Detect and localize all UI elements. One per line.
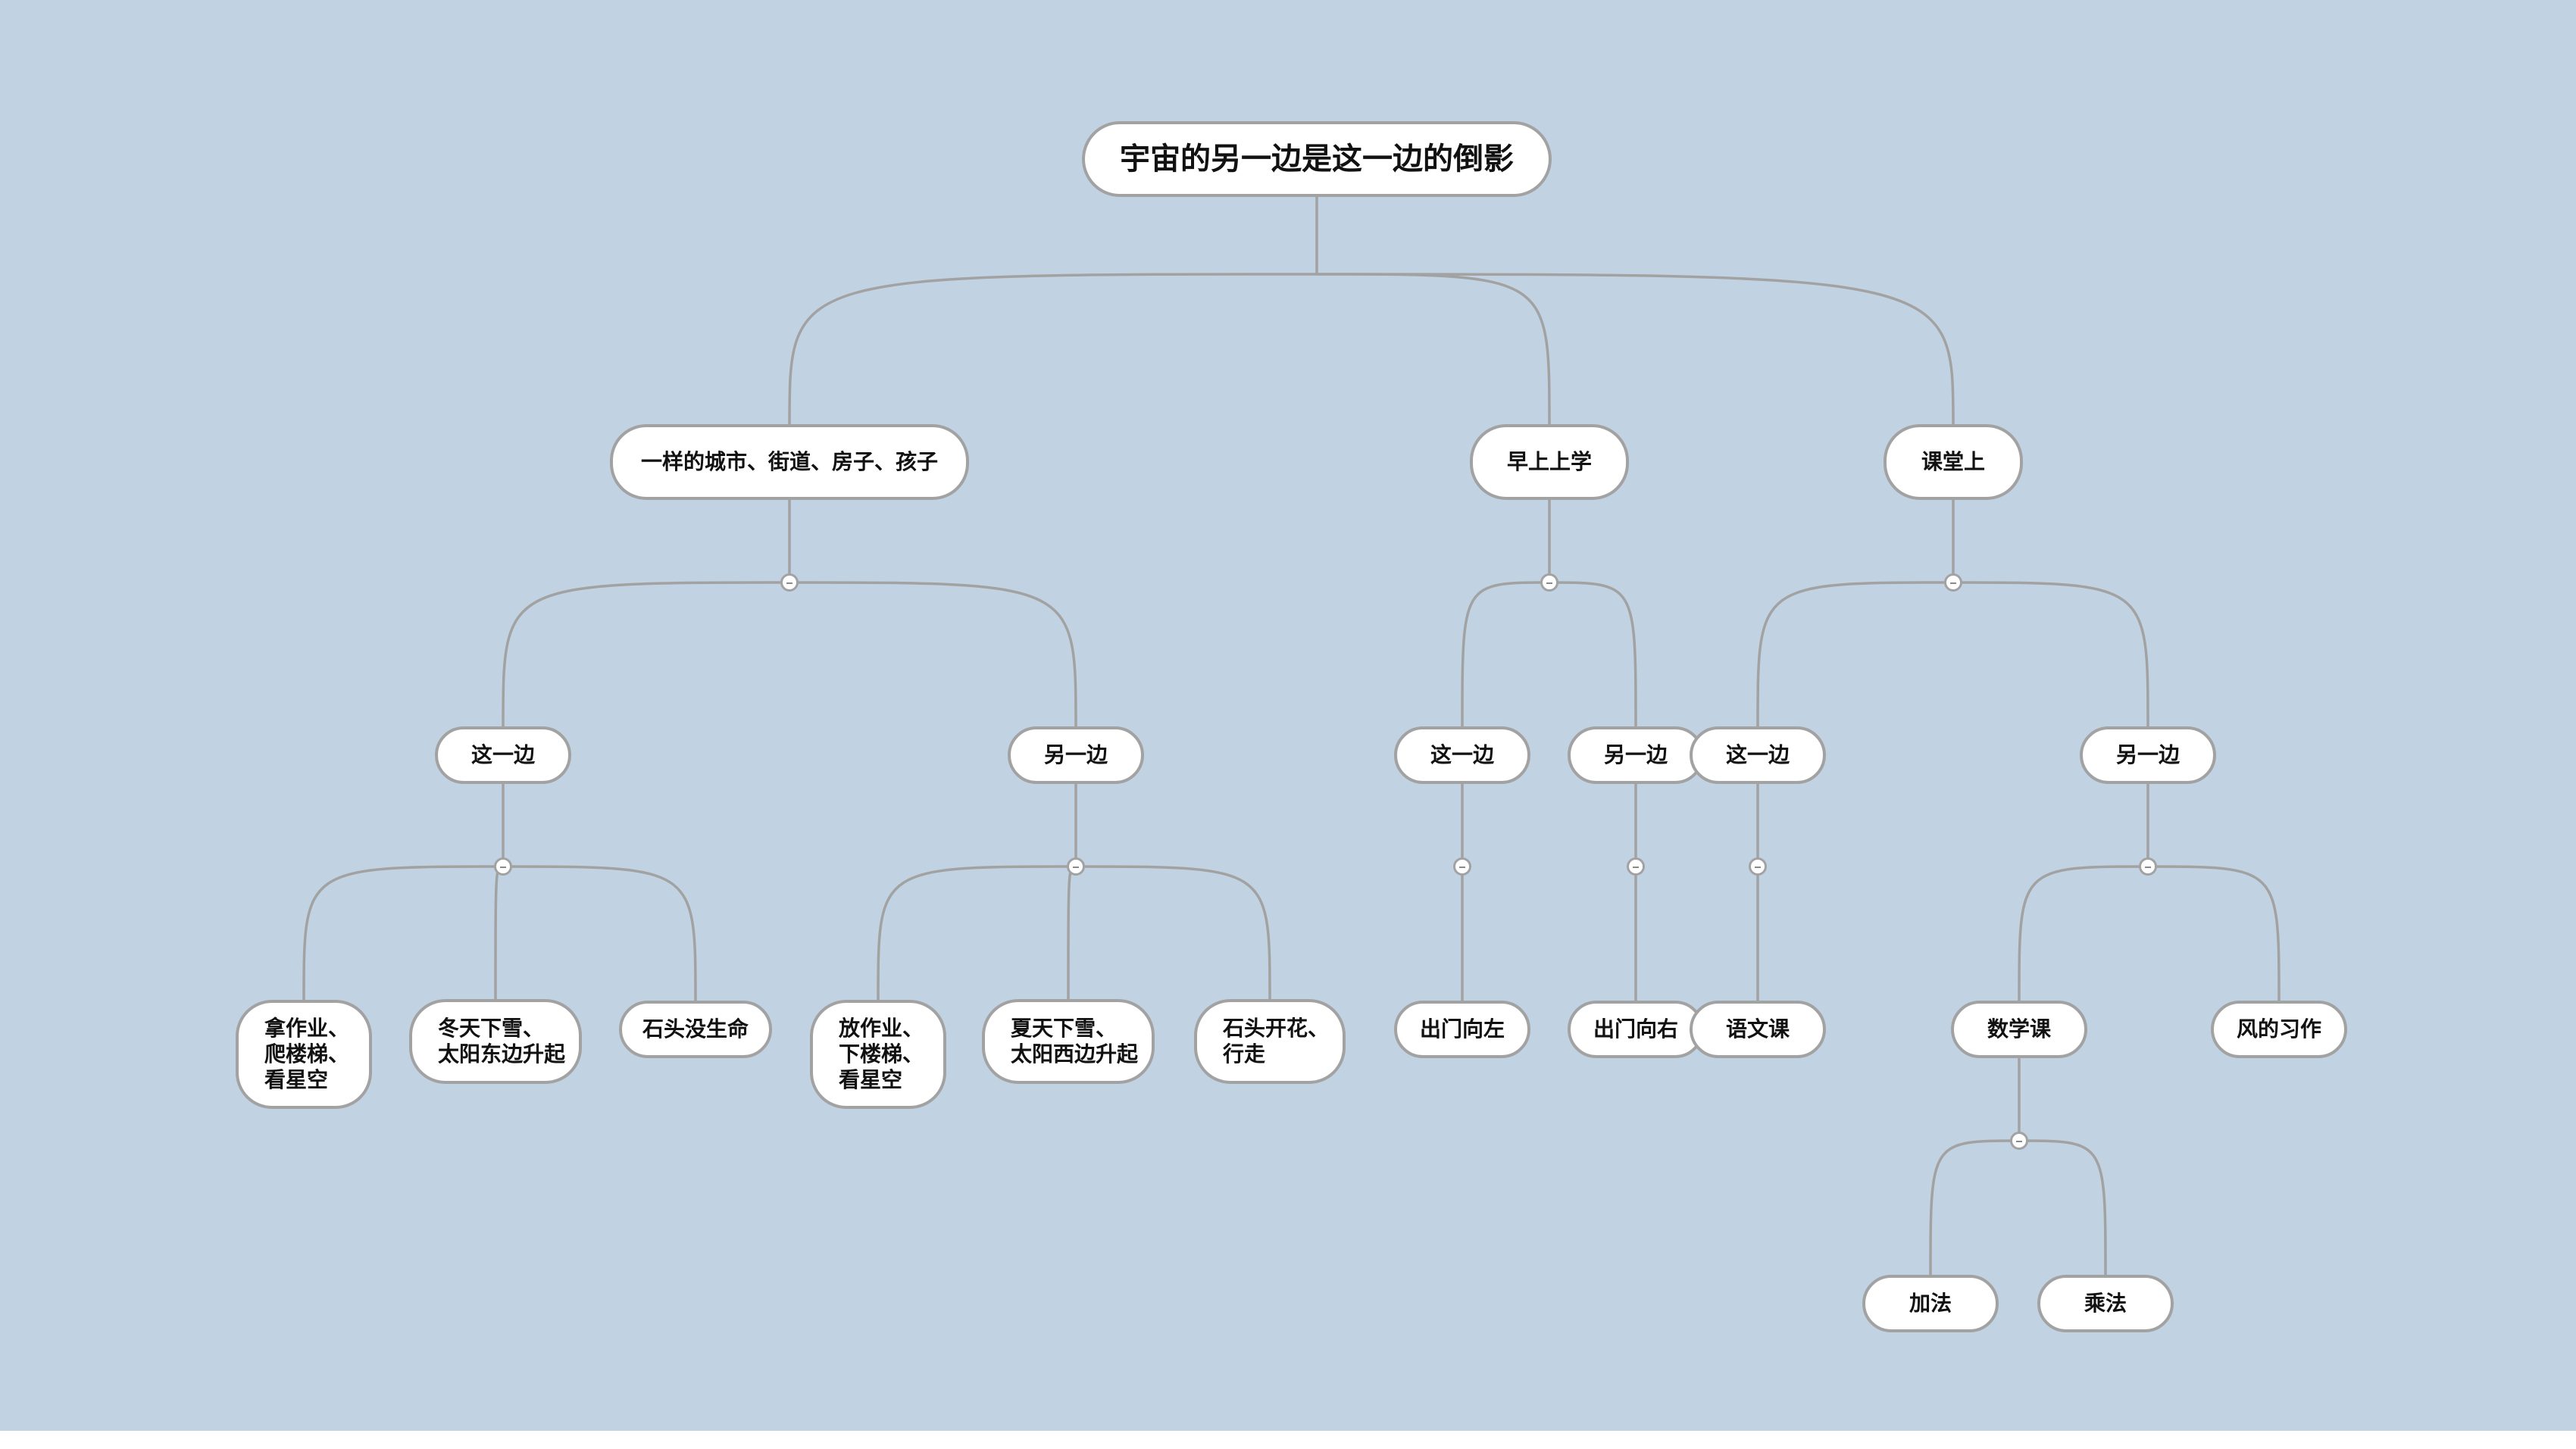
branch-city-node[interactable]: 一样的城市、街道、房子、孩子 <box>610 424 969 500</box>
collapse-toggle[interactable] <box>1944 573 1962 592</box>
connector-curve <box>2018 865 2149 1001</box>
connector-curve <box>788 273 1318 425</box>
class-this-side-label: 这一边 <box>1725 742 1790 767</box>
connector-curve <box>1952 581 2149 727</box>
branch-class-label: 课堂上 <box>1921 449 1985 474</box>
connector-curve <box>1756 581 1954 727</box>
root-label: 宇宙的另一边是这一边的倒影 <box>1120 142 1514 176</box>
collapse-toggle[interactable] <box>1627 857 1645 876</box>
connector-curve <box>1929 1139 2020 1276</box>
leaf-label: 出门向右 <box>1593 1016 1678 1041</box>
collapse-toggle[interactable] <box>2010 1132 2028 1150</box>
leaf-label: 石头没生命 <box>642 1016 749 1041</box>
connector-curve <box>1316 273 1551 425</box>
leaf-go-left[interactable]: 出门向左 <box>1394 1001 1530 1058</box>
leaf-winter-snow-east[interactable]: 冬天下雪、 太阳东边升起 <box>409 999 582 1084</box>
leaf-multiplication[interactable]: 乘法 <box>2037 1275 2174 1332</box>
connector-curve <box>502 581 790 727</box>
leaf-label: 风的习作 <box>2236 1016 2321 1041</box>
collapse-toggle[interactable] <box>1540 573 1558 592</box>
leaf-stone-lifeless[interactable]: 石头没生命 <box>619 1001 772 1058</box>
collapse-toggle[interactable] <box>1453 857 1471 876</box>
branch-city-label: 一样的城市、街道、房子、孩子 <box>640 449 938 474</box>
root-node[interactable]: 宇宙的另一边是这一边的倒影 <box>1082 121 1552 197</box>
collapse-toggle[interactable] <box>1749 857 1767 876</box>
branch-class-node[interactable]: 课堂上 <box>1884 424 2023 500</box>
school-this-side-label: 这一边 <box>1430 742 1494 767</box>
connector-curve <box>1461 581 1550 727</box>
connector-curve <box>1549 581 1637 727</box>
school-this-side-node[interactable]: 这一边 <box>1394 726 1530 784</box>
city-other-side-node[interactable]: 另一边 <box>1008 726 1144 784</box>
branch-school-node[interactable]: 早上上学 <box>1470 424 1629 500</box>
connector-curve <box>302 865 504 1001</box>
leaf-label: 语文课 <box>1725 1016 1790 1041</box>
leaf-chinese-class[interactable]: 语文课 <box>1690 1001 1826 1058</box>
leaf-label: 乘法 <box>2084 1291 2127 1316</box>
math-class-label: 数学课 <box>1987 1016 2051 1041</box>
connector-curve <box>1067 865 1077 1000</box>
collapse-toggle[interactable] <box>2139 857 2157 876</box>
leaf-label: 放作业、 下楼梯、 看星空 <box>839 1016 924 1092</box>
city-this-side-node[interactable]: 这一边 <box>435 726 571 784</box>
class-other-side-label: 另一边 <box>2115 742 2180 767</box>
leaf-put-homework-downstairs-stars[interactable]: 放作业、 下楼梯、 看星空 <box>810 1000 946 1109</box>
leaf-go-right[interactable]: 出门向右 <box>1568 1001 1704 1058</box>
connector-curve <box>2147 865 2281 1001</box>
collapse-toggle[interactable] <box>780 573 799 592</box>
connector-curve <box>1316 273 1955 425</box>
math-class-node[interactable]: 数学课 <box>1951 1001 2087 1058</box>
collapse-toggle[interactable] <box>1067 857 1085 876</box>
city-other-side-label: 另一边 <box>1043 742 1108 767</box>
leaf-label: 出门向左 <box>1419 1016 1505 1041</box>
connector-curve <box>877 865 1077 1001</box>
school-other-side-node[interactable]: 另一边 <box>1568 726 1704 784</box>
leaf-label: 拿作业、 爬楼梯、 看星空 <box>264 1016 350 1092</box>
connector-curve <box>2018 1139 2107 1276</box>
connector-curve <box>1075 865 1271 1000</box>
connector-curve <box>502 865 697 1001</box>
leaf-label: 夏天下雪、 太阳西边升起 <box>1011 1016 1139 1066</box>
leaf-label: 冬天下雪、 太阳东边升起 <box>438 1016 566 1066</box>
city-this-side-label: 这一边 <box>470 742 535 767</box>
branch-school-label: 早上上学 <box>1506 449 1592 474</box>
leaf-stone-blooms-walks[interactable]: 石头开花、 行走 <box>1194 999 1346 1084</box>
leaf-label: 加法 <box>1909 1291 1952 1316</box>
leaf-wind-essay[interactable]: 风的习作 <box>2211 1001 2347 1058</box>
collapse-toggle[interactable] <box>494 857 512 876</box>
class-this-side-node[interactable]: 这一边 <box>1690 726 1826 784</box>
class-other-side-node[interactable]: 另一边 <box>2080 726 2216 784</box>
leaf-homework-stairs-stars[interactable]: 拿作业、 爬楼梯、 看星空 <box>236 1000 372 1109</box>
connector-curve <box>789 581 1077 727</box>
leaf-addition[interactable]: 加法 <box>1862 1275 1999 1332</box>
bottom-strip <box>0 1431 2576 1449</box>
leaf-label: 石头开花、 行走 <box>1223 1016 1330 1066</box>
connector-curve <box>494 865 504 1000</box>
school-other-side-label: 另一边 <box>1603 742 1668 767</box>
leaf-summer-snow-west[interactable]: 夏天下雪、 太阳西边升起 <box>982 999 1155 1084</box>
